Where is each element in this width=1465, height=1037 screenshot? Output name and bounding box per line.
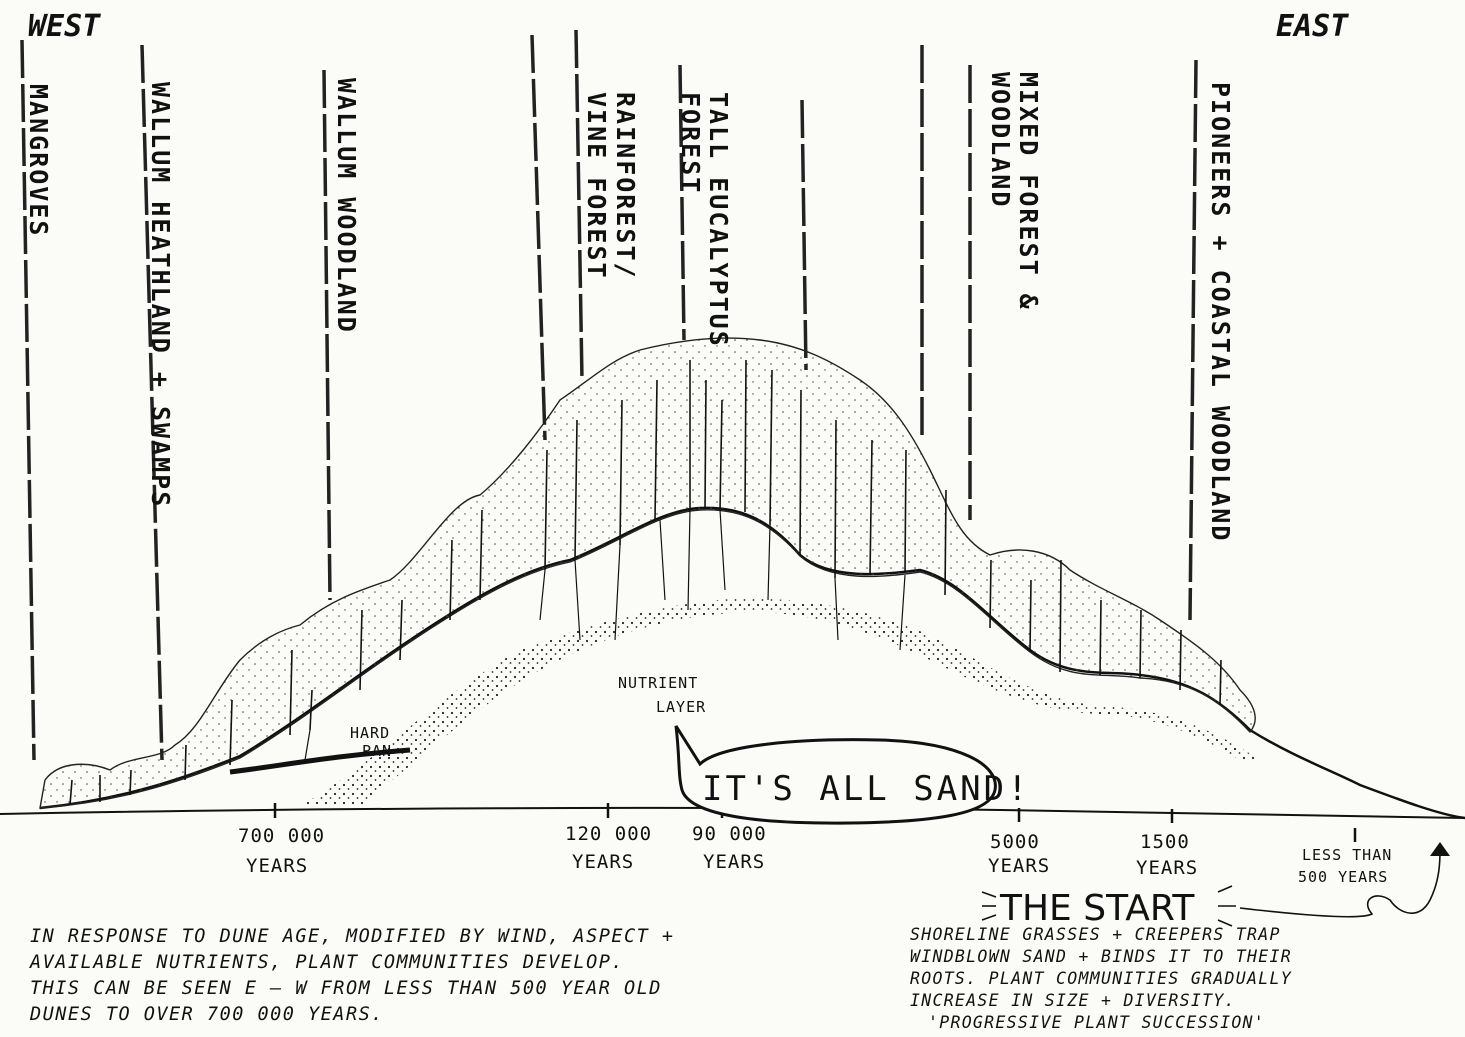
zone-tall-euc-label-1: TALL EUCALYPTUS: [704, 92, 733, 348]
left-note-line-1: IN RESPONSE TO DUNE AGE, MODIFIED BY WIN…: [30, 926, 675, 947]
sand-bubble: [674, 725, 997, 825]
zone-mangroves-label: MANGROVES: [24, 84, 53, 237]
age-90000-unit: YEARS: [703, 851, 765, 873]
age-5000-unit: YEARS: [988, 855, 1050, 877]
east-label: EAST: [1276, 9, 1349, 44]
zone-poles: [20, 29, 1198, 761]
zone-wallum-wood-label: WALLUM WOODLAND: [332, 78, 361, 334]
nutrient-label-2: LAYER: [656, 698, 706, 716]
age-less500-value: LESS THAN: [1302, 846, 1392, 864]
left-note: IN RESPONSE TO DUNE AGE, MODIFIED BY WIN…: [29, 926, 675, 1025]
left-note-line-2: AVAILABLE NUTRIENTS, PLANT COMMUNITIES D…: [29, 952, 624, 973]
left-note-line-4: DUNES TO OVER 700 000 YEARS.: [29, 1004, 384, 1025]
age-5000-value: 5000: [990, 831, 1040, 853]
right-note-line-5: 'PROGRESSIVE PLANT SUCCESSION': [928, 1013, 1265, 1032]
pole-mangroves: [20, 39, 36, 761]
pole-wallum-wood: [322, 69, 332, 601]
pole-tall-euc-2: [800, 99, 808, 371]
zone-rainforest-label-1: RAINFOREST/: [611, 92, 640, 280]
start-arrow: [1239, 849, 1441, 918]
hard-pan-label-2: PAN: [362, 742, 392, 760]
age-1500-value: 1500: [1140, 831, 1190, 853]
right-note-line-2: WINDBLOWN SAND + BINDS IT TO THEIR: [910, 947, 1292, 966]
age-less500-unit: 500 YEARS: [1298, 868, 1388, 886]
zone-tall-euc-label-2: FOREST: [676, 92, 705, 194]
pole-rainforest: [530, 34, 547, 441]
right-note: SHORELINE GRASSES + CREEPERS TRAP WINDBL…: [910, 925, 1292, 1032]
age-700000-unit: YEARS: [246, 855, 308, 877]
start-arrow-head: [1430, 842, 1450, 856]
west-label: WEST: [28, 9, 101, 44]
vegetation-canopy: [39, 337, 1256, 809]
age-1500-unit: YEARS: [1136, 857, 1198, 879]
zone-rainforest-label-2: VINE FOREST: [582, 92, 611, 280]
hard-pan-label-1: HARD: [350, 724, 390, 742]
sand-bubble-text: IT'S ALL SAND!: [702, 769, 1031, 809]
right-note-line-4: INCREASE IN SIZE + DIVERSITY.: [910, 991, 1236, 1010]
pole-rainforest-2: [574, 29, 584, 381]
age-120000-unit: YEARS: [572, 851, 634, 873]
right-note-line-1: SHORELINE GRASSES + CREEPERS TRAP: [910, 925, 1281, 944]
right-note-line-3: ROOTS. PLANT COMMUNITIES GRADUALLY: [910, 969, 1292, 988]
pole-wallum-heath: [140, 44, 164, 761]
hard-pan: [229, 747, 411, 775]
zone-mixed-label-2: WOODLAND: [986, 72, 1015, 208]
age-90000-value: 90 000: [692, 823, 767, 845]
start-rays: [981, 885, 1236, 927]
zone-mixed-label-1: MIXED FOREST &: [1014, 72, 1043, 311]
age-700000-value: 700 000: [238, 825, 325, 847]
tree-trunks: [69, 359, 1222, 806]
nutrient-layer: [300, 598, 1260, 806]
age-120000-value: 120 000: [565, 823, 652, 845]
pole-pioneers: [1188, 59, 1198, 621]
left-note-line-3: THIS CAN BE SEEN E – W FROM LESS THAN 50…: [30, 978, 662, 999]
nutrient-label-1: NUTRIENT: [618, 674, 698, 692]
zone-wallum-heath-label: WALLUM HEATHLAND + SWAMPS: [146, 82, 175, 508]
pole-tall-euc: [678, 64, 686, 341]
tree-roots: [304, 509, 906, 761]
start-title: THE START: [999, 888, 1195, 929]
zone-pioneers-label: PIONEERS + COASTAL WOODLAND: [1206, 82, 1235, 542]
